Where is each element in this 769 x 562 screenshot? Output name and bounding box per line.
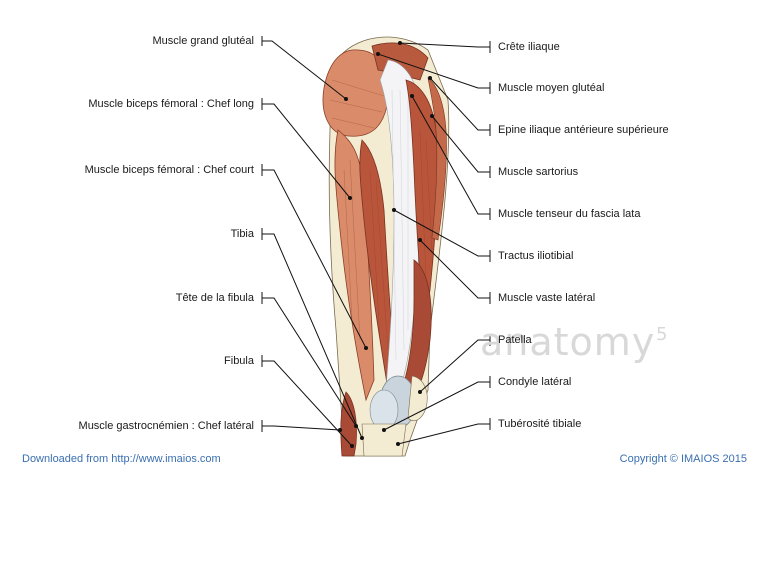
footer-download-link[interactable]: Downloaded from http://www.imaios.com	[22, 453, 221, 465]
label-tete-fibula: Tête de la fibula	[175, 292, 254, 304]
leader-grand-gluteal	[261, 36, 347, 100]
label-condyle: Condyle latéral	[498, 376, 572, 388]
footer-copyright: Copyright © IMAIOS 2015	[619, 453, 747, 465]
label-crete-iliaque: Crête iliaque	[498, 41, 560, 53]
label-biceps-long: Muscle biceps fémoral : Chef long	[88, 98, 254, 110]
leader-lines	[261, 36, 491, 447]
label-epine-iliaque: Epine iliaque antérieure supérieure	[498, 124, 669, 136]
label-tibia: Tibia	[230, 228, 254, 240]
leader-vaste	[419, 239, 491, 304]
leader-biceps-long	[261, 98, 351, 199]
label-moyen-gluteal: Muscle moyen glutéal	[498, 82, 605, 94]
label-tuberosite: Tubérosité tibiale	[498, 418, 582, 430]
label-grand-gluteal: Muscle grand glutéal	[152, 35, 254, 47]
label-sartorius: Muscle sartorius	[498, 166, 579, 178]
leader-patella	[419, 334, 491, 393]
leader-tibia	[261, 228, 363, 439]
leader-sartorius	[431, 115, 491, 178]
leader-gastrocnemien	[261, 420, 341, 432]
muscle-fibers	[329, 79, 433, 351]
tendon-fibers	[391, 89, 409, 361]
watermark-word: anatomy	[480, 320, 656, 364]
leader-tete-fibula	[261, 292, 357, 427]
leader-condyle	[383, 376, 491, 431]
label-patella: Patella	[498, 334, 532, 346]
leader-crete-iliaque	[399, 41, 491, 53]
watermark-version: 5	[656, 324, 668, 345]
tibia-shape	[361, 423, 407, 457]
leader-fibula	[261, 355, 353, 447]
label-biceps-court: Muscle biceps fémoral : Chef court	[84, 164, 254, 176]
leader-tractus	[393, 209, 491, 262]
label-tenseur: Muscle tenseur du fascia lata	[498, 208, 641, 220]
leader-epine-iliaque	[429, 77, 491, 136]
label-fibula: Fibula	[224, 355, 254, 367]
leader-biceps-court	[261, 164, 367, 349]
leader-tuberosite	[397, 418, 491, 445]
label-gastrocnemien: Muscle gastrocnémien : Chef latéral	[78, 420, 254, 432]
label-vaste-lateral: Muscle vaste latéral	[498, 292, 596, 304]
leader-dots	[338, 41, 434, 448]
leader-moyen-gluteal	[377, 53, 491, 94]
leader-tenseur	[411, 95, 491, 220]
label-tractus: Tractus iliotibial	[498, 250, 574, 262]
